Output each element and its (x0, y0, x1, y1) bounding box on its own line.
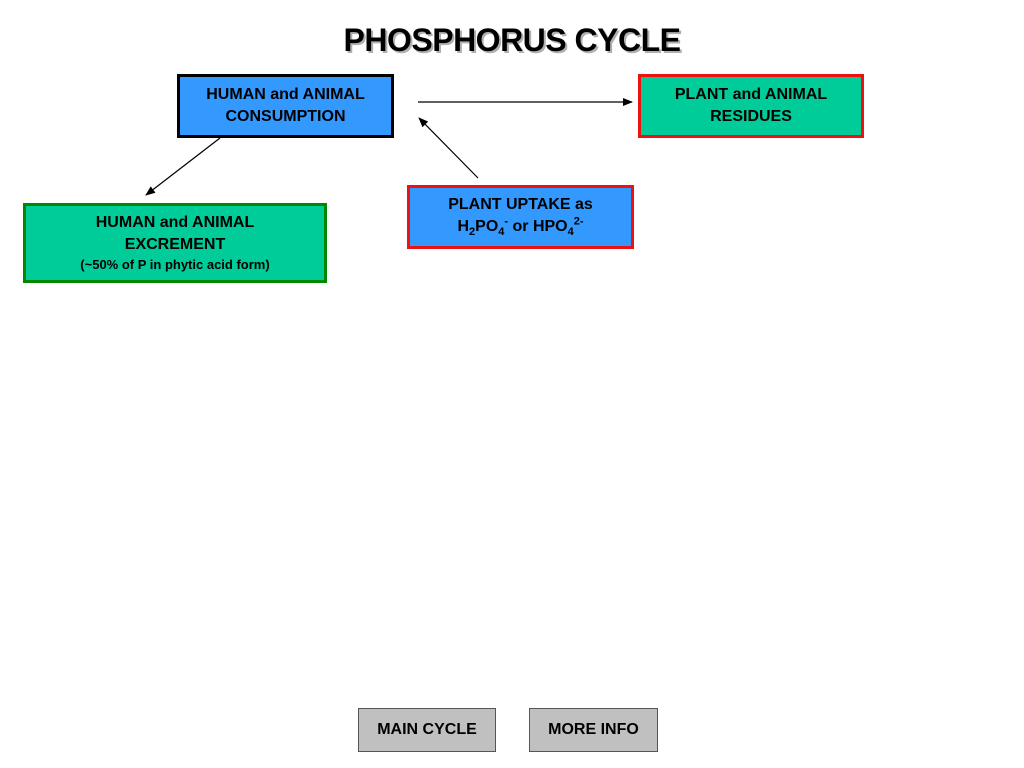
formula-superscript: - (504, 215, 509, 228)
arrow-consumption-to-excrement (145, 137, 221, 196)
node-label: PLANT UPTAKE as (448, 196, 593, 213)
node-plant-animal-residues: PLANT and ANIMAL RESIDUES (638, 74, 864, 138)
node-label: PLANT and ANIMAL (674, 86, 828, 103)
formula-text: or HPO (508, 218, 568, 235)
node-note: (~50% of P in phytic acid form) (80, 257, 270, 272)
formula-text: H (457, 218, 470, 235)
formula-text: PO (475, 218, 499, 235)
node-human-animal-excrement: HUMAN and ANIMAL EXCREMENT (~50% of P in… (23, 203, 327, 283)
arrow-uptake-to-consumption (418, 117, 479, 179)
page-title: PHOSPHORUS CYCLE (343, 22, 681, 58)
formula-subscript: 2 (469, 226, 476, 239)
node-label: HUMAN and ANIMAL (206, 86, 365, 103)
formula-subscript: 4 (567, 226, 574, 239)
formula-superscript: 2- (573, 215, 584, 228)
node-label: HUMAN and ANIMAL (95, 214, 255, 231)
node-label: CONSUMPTION (225, 108, 346, 125)
more-info-button[interactable]: MORE INFO (529, 708, 658, 752)
formula: H2PO4- or HPO42- (457, 216, 583, 238)
node-label: RESIDUES (710, 108, 792, 125)
node-label: EXCREMENT (124, 236, 226, 253)
main-cycle-button[interactable]: MAIN CYCLE (358, 708, 496, 752)
node-plant-uptake: PLANT UPTAKE as H2PO4- or HPO42- (407, 185, 634, 249)
formula-subscript: 4 (498, 226, 505, 239)
node-human-animal-consumption: HUMAN and ANIMAL CONSUMPTION (177, 74, 394, 138)
